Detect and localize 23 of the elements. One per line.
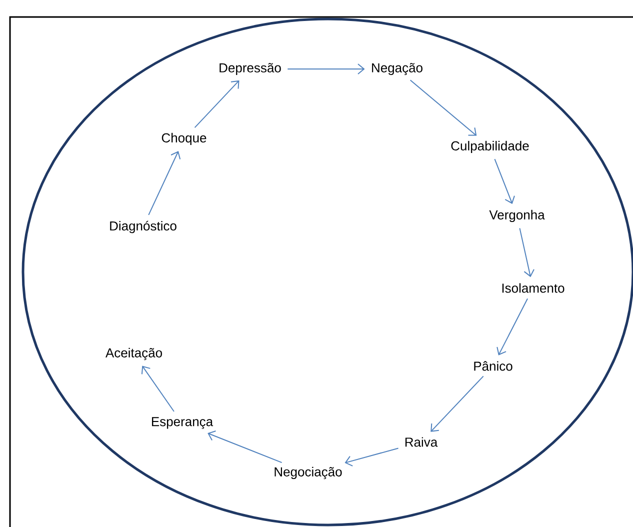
arrow	[519, 228, 534, 278]
arrow	[494, 158, 515, 204]
arrow	[148, 150, 181, 216]
arrow	[141, 366, 174, 412]
arrow	[410, 80, 477, 136]
arrow	[496, 298, 528, 356]
stage-label: Pânico	[474, 361, 512, 371]
stage-label: Negação	[372, 62, 422, 76]
arrow	[208, 430, 282, 464]
stage-label: Raiva	[405, 437, 438, 447]
stage-label: Choque	[162, 132, 206, 146]
arrow	[344, 448, 399, 466]
arrow	[194, 80, 240, 128]
stage-label: Esperança	[152, 417, 214, 429]
stage-label: Vergonha	[489, 210, 545, 222]
stage-label: Depressão	[220, 62, 281, 75]
stage-label: Diagnóstico	[110, 220, 176, 234]
arrow	[430, 376, 484, 432]
stage-label: Negociação	[274, 466, 342, 480]
arrow	[287, 64, 365, 74]
stage-label: Aceitação	[106, 348, 162, 360]
stage-label: Culpabilidade	[451, 140, 529, 154]
stage-label: Isolamento	[502, 283, 564, 293]
